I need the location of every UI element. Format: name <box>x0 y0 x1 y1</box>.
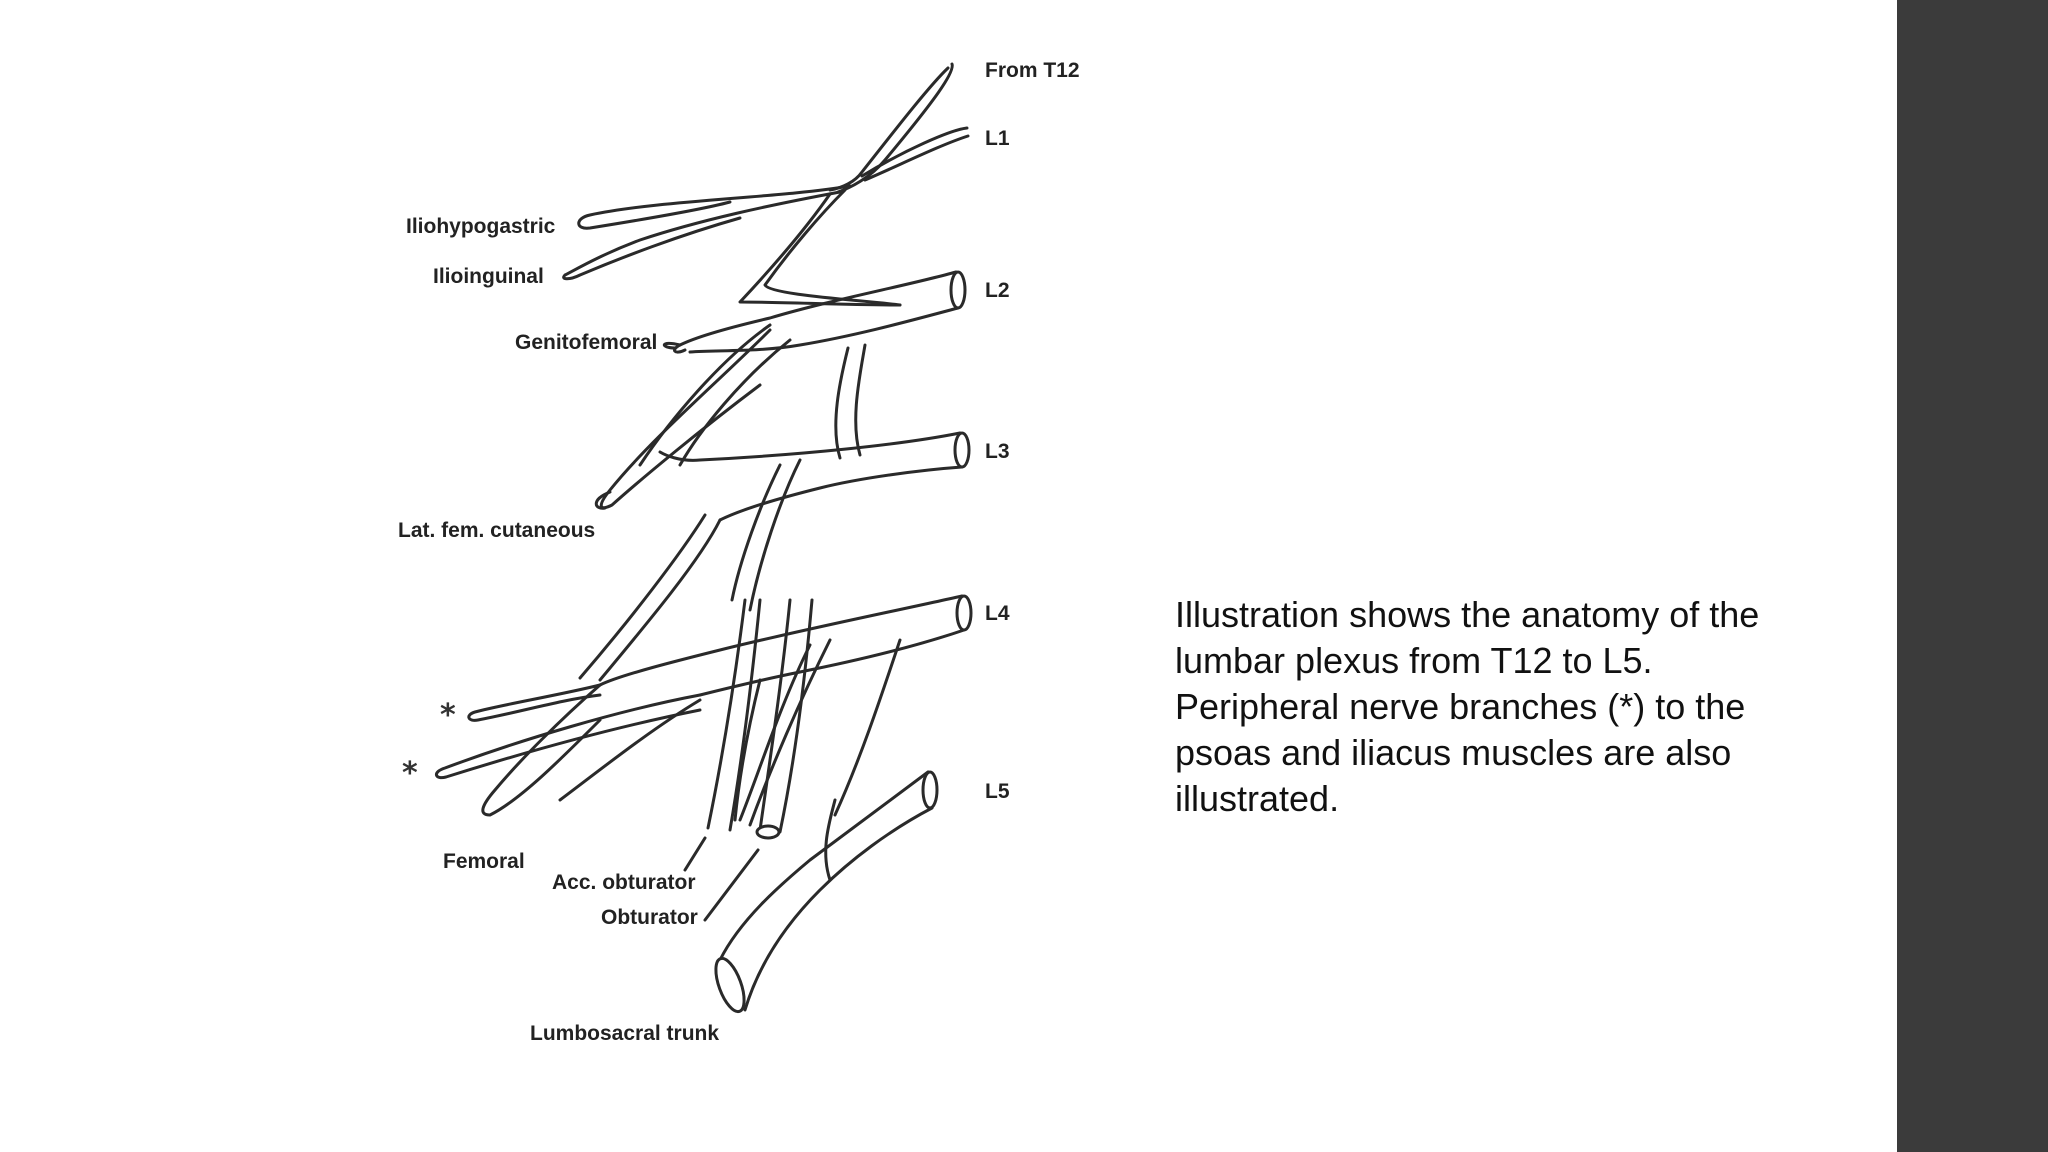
label-asterisk-iliacus: * <box>402 756 418 791</box>
label-l5: L5 <box>985 780 1010 803</box>
label-obturator: Obturator <box>601 906 698 929</box>
label-lat-fem-cutaneous: Lat. fem. cutaneous <box>398 519 595 542</box>
label-l4: L4 <box>985 602 1010 625</box>
nerve-t12-l1 <box>562 62 970 307</box>
slide-caption: Illustration shows the anatomy of the lu… <box>1175 594 1760 819</box>
label-l1: L1 <box>985 127 1010 150</box>
label-femoral: Femoral <box>443 850 525 873</box>
nerve-femoral <box>481 683 702 817</box>
label-asterisk-psoas: * <box>440 698 456 733</box>
label-iliohypogastric: Iliohypogastric <box>406 215 556 238</box>
label-l3: L3 <box>985 440 1010 463</box>
label-acc-obturator: Acc. obturator <box>552 871 696 894</box>
label-from-t12: From T12 <box>985 59 1080 82</box>
label-l2: L2 <box>985 279 1010 302</box>
nerve-l5-lumbosacral <box>714 770 939 1014</box>
label-genitofemoral: Genitofemoral <box>515 331 657 354</box>
nerve-obturator <box>683 598 814 922</box>
lumbar-plexus-diagram: From T12 L1 L2 L3 L4 L5 Iliohypogastric … <box>398 59 1080 1045</box>
side-panel <box>1897 0 2048 1152</box>
nerve-l4 <box>598 594 973 827</box>
label-ilioinguinal: Ilioinguinal <box>433 265 544 288</box>
nerve-lat-fem-cutaneous <box>594 328 772 510</box>
label-lumbosacral-trunk: Lumbosacral trunk <box>530 1022 719 1045</box>
nerve-l2 <box>638 270 967 467</box>
nerve-psoas-iliacus-branches <box>435 683 702 780</box>
slide: From T12 L1 L2 L3 L4 L5 Iliohypogastric … <box>398 59 1760 1045</box>
nerve-l3 <box>578 343 971 682</box>
